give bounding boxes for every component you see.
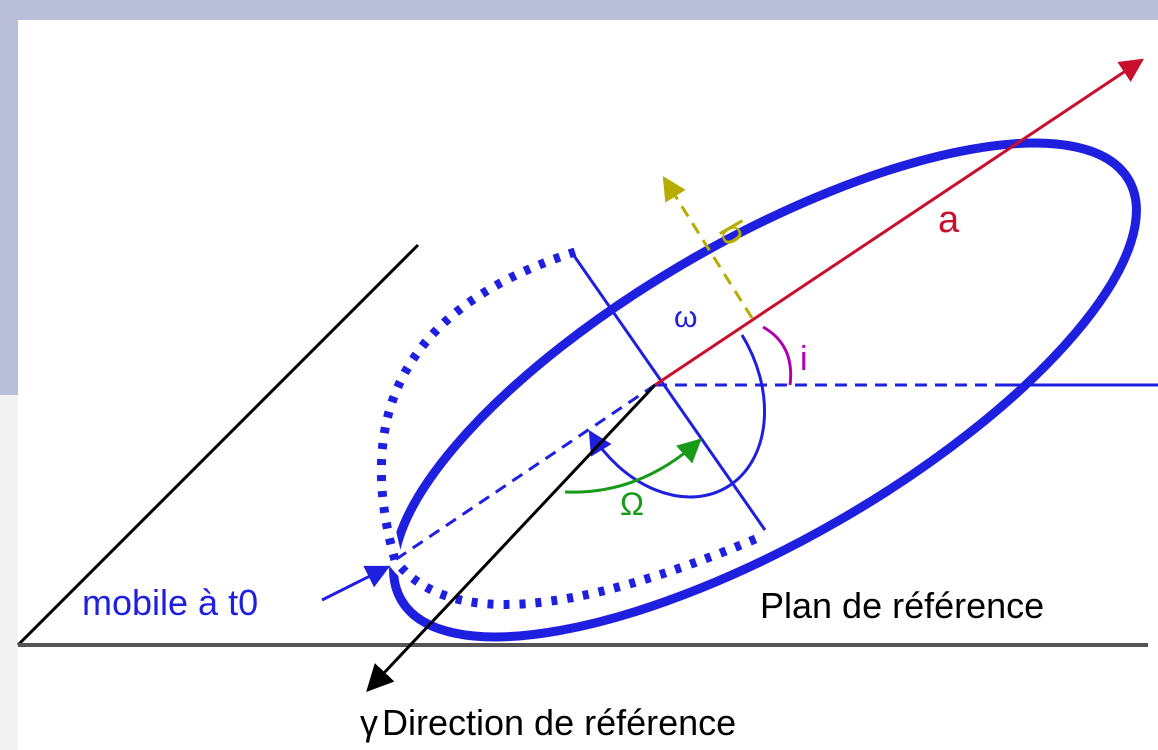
label-reference-direction-symbol: γ (360, 702, 378, 743)
label-semi-major-axis: a (938, 199, 960, 241)
ascending-node-arc (564, 438, 702, 494)
label-ascending-node: Ω (620, 486, 644, 522)
label-inclination: i (800, 340, 808, 378)
label-reference-plane: Plan de référence (760, 585, 1044, 626)
reference-direction-arrow (366, 383, 657, 692)
background-left-band (0, 0, 18, 395)
label-reference-direction: Direction de référence (382, 702, 736, 743)
background-panel-upper (18, 20, 1158, 395)
semi-minor-axis-arrow (662, 175, 754, 319)
background-top-band (0, 0, 1158, 20)
label-argument-of-periapsis: ω (674, 301, 697, 334)
reference-plane-edge (16, 243, 420, 647)
orbit-ellipse (389, 138, 1141, 642)
background-panel-lower (18, 395, 1158, 750)
body-direction-line (394, 383, 656, 562)
inclination-arc (762, 325, 793, 386)
semi-major-axis-arrow (654, 58, 1144, 387)
orbit-dotted-arc (376, 247, 767, 609)
body-pointer-arrow (321, 565, 391, 602)
label-body-at-epoch: mobile à t0 (82, 582, 258, 623)
argument-of-periapsis-arc (588, 334, 766, 499)
